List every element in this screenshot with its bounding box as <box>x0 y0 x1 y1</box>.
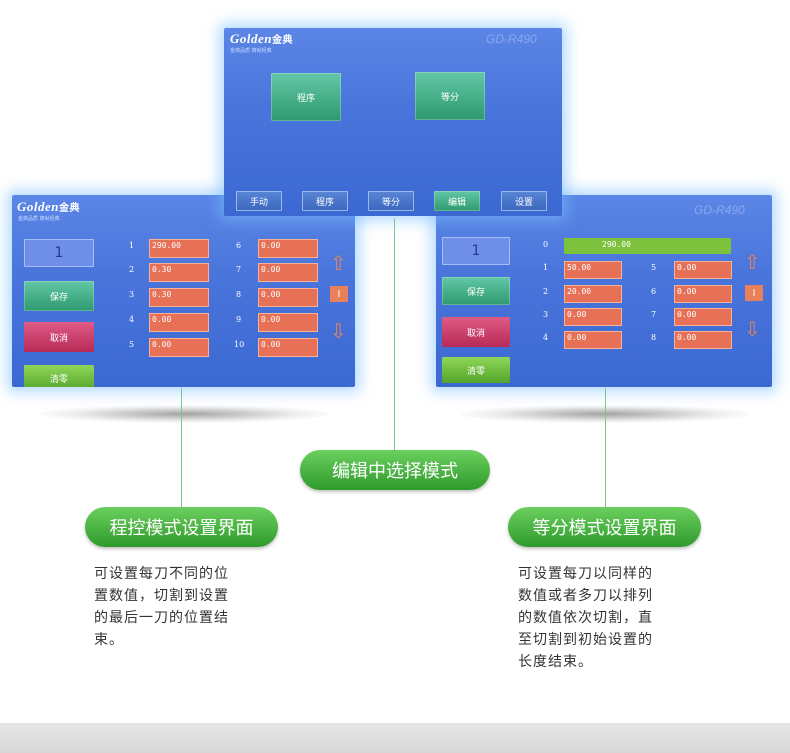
model-label: GD-R490 <box>486 32 537 46</box>
cursor-button[interactable]: I <box>330 286 348 302</box>
row-number: 7 <box>236 265 242 274</box>
row-number: 1 <box>543 263 549 272</box>
left-screen-shadow <box>40 405 330 423</box>
arrow-down-icon[interactable]: ⇩ <box>744 317 761 341</box>
model-label: GD-R490 <box>694 203 745 217</box>
left-connector <box>181 388 182 508</box>
divide-mode-description: 可设置每刀以同样的 数值或者多刀以排列 的数值依次切割，直 至切割到初始设置的 … <box>518 566 653 670</box>
footer-band <box>0 723 790 753</box>
divide-mode-button[interactable]: 等分 <box>415 72 485 120</box>
position-field[interactable]: 0.00 <box>674 261 732 279</box>
divide-mode-caption: 等分模式设置界面 <box>508 507 701 547</box>
position-field[interactable]: 20.00 <box>564 285 622 303</box>
row-number: 5 <box>651 263 657 272</box>
brand-logo: Golden金典 <box>17 199 80 214</box>
program-mode-button[interactable]: 程序 <box>271 73 341 121</box>
row-number: 10 <box>234 340 245 349</box>
row-number: 2 <box>543 287 549 296</box>
tab-program[interactable]: 程序 <box>302 191 348 211</box>
save-button[interactable]: 保存 <box>24 281 94 311</box>
tab-divide[interactable]: 等分 <box>368 191 414 211</box>
center-caption: 编辑中选择模式 <box>300 450 490 490</box>
row-number: 4 <box>543 333 549 342</box>
arrow-down-icon[interactable]: ⇩ <box>330 319 347 343</box>
right-connector <box>605 388 606 508</box>
row-number: 3 <box>129 290 135 299</box>
divide-mode-screen: GD-R490 1 保存 取消 清零 0 290.00 1 50.00 2 20… <box>436 195 772 387</box>
row-number: 8 <box>236 290 242 299</box>
position-field[interactable]: 0.30 <box>149 263 209 282</box>
row-number: 6 <box>236 241 242 250</box>
brand-tagline: 金典品质 铸就经典 <box>18 216 60 222</box>
arrow-up-icon[interactable]: ⇧ <box>744 250 761 274</box>
row-number: 0 <box>543 240 549 249</box>
total-length-field[interactable]: 290.00 <box>564 238 731 254</box>
row-number: 3 <box>543 310 549 319</box>
total-length-value: 290.00 <box>602 240 631 249</box>
row-number: 6 <box>651 287 657 296</box>
position-field[interactable]: 0.00 <box>258 313 318 332</box>
position-field[interactable]: 0.00 <box>258 338 318 357</box>
position-field[interactable]: 0.00 <box>258 239 318 258</box>
position-field[interactable]: 0.00 <box>674 308 732 326</box>
position-field[interactable]: 0.30 <box>149 288 209 307</box>
row-number: 7 <box>651 310 657 319</box>
brand-tagline: 金典品质 铸就经典 <box>230 48 272 54</box>
row-number: 4 <box>129 315 135 324</box>
row-number: 9 <box>236 315 242 324</box>
cursor-button[interactable]: I <box>745 285 763 301</box>
clear-button[interactable]: 清零 <box>24 365 94 387</box>
cancel-button[interactable]: 取消 <box>442 317 510 347</box>
save-button[interactable]: 保存 <box>442 277 510 305</box>
row-number: 5 <box>129 340 135 349</box>
cancel-button[interactable]: 取消 <box>24 322 94 352</box>
position-field[interactable]: 0.00 <box>674 331 732 349</box>
position-field[interactable]: 0.00 <box>258 263 318 282</box>
main-menu-screen: Golden金典 金典品质 铸就经典 GD-R490 程序 等分 手动 程序 等… <box>224 28 562 216</box>
index-display: 1 <box>24 239 94 267</box>
program-mode-screen: Golden金典 金典品质 铸就经典 1 保存 取消 清零 1 290.00 2… <box>12 195 355 387</box>
position-field[interactable]: 0.00 <box>149 313 209 332</box>
position-field[interactable]: 0.00 <box>149 338 209 357</box>
row-number: 8 <box>651 333 657 342</box>
program-mode-caption: 程控模式设置界面 <box>85 507 278 547</box>
tab-manual[interactable]: 手动 <box>236 191 282 211</box>
brand-logo: Golden金典 <box>230 31 293 46</box>
row-number: 2 <box>129 265 135 274</box>
position-field[interactable]: 0.00 <box>258 288 318 307</box>
center-connector <box>394 218 395 450</box>
position-field[interactable]: 50.00 <box>564 261 622 279</box>
tab-settings[interactable]: 设置 <box>501 191 547 211</box>
position-field[interactable]: 0.00 <box>564 331 622 349</box>
clear-button[interactable]: 清零 <box>442 357 510 383</box>
arrow-up-icon[interactable]: ⇧ <box>330 251 347 275</box>
position-field[interactable]: 290.00 <box>149 239 209 258</box>
tab-edit[interactable]: 编辑 <box>434 191 480 211</box>
row-number: 1 <box>129 241 135 250</box>
index-display: 1 <box>442 237 510 265</box>
position-field[interactable]: 0.00 <box>564 308 622 326</box>
program-mode-description: 可设置每刀不同的位 置数值，切割到设置 的最后一刀的位置结 束。 <box>94 566 229 648</box>
position-field[interactable]: 0.00 <box>674 285 732 303</box>
